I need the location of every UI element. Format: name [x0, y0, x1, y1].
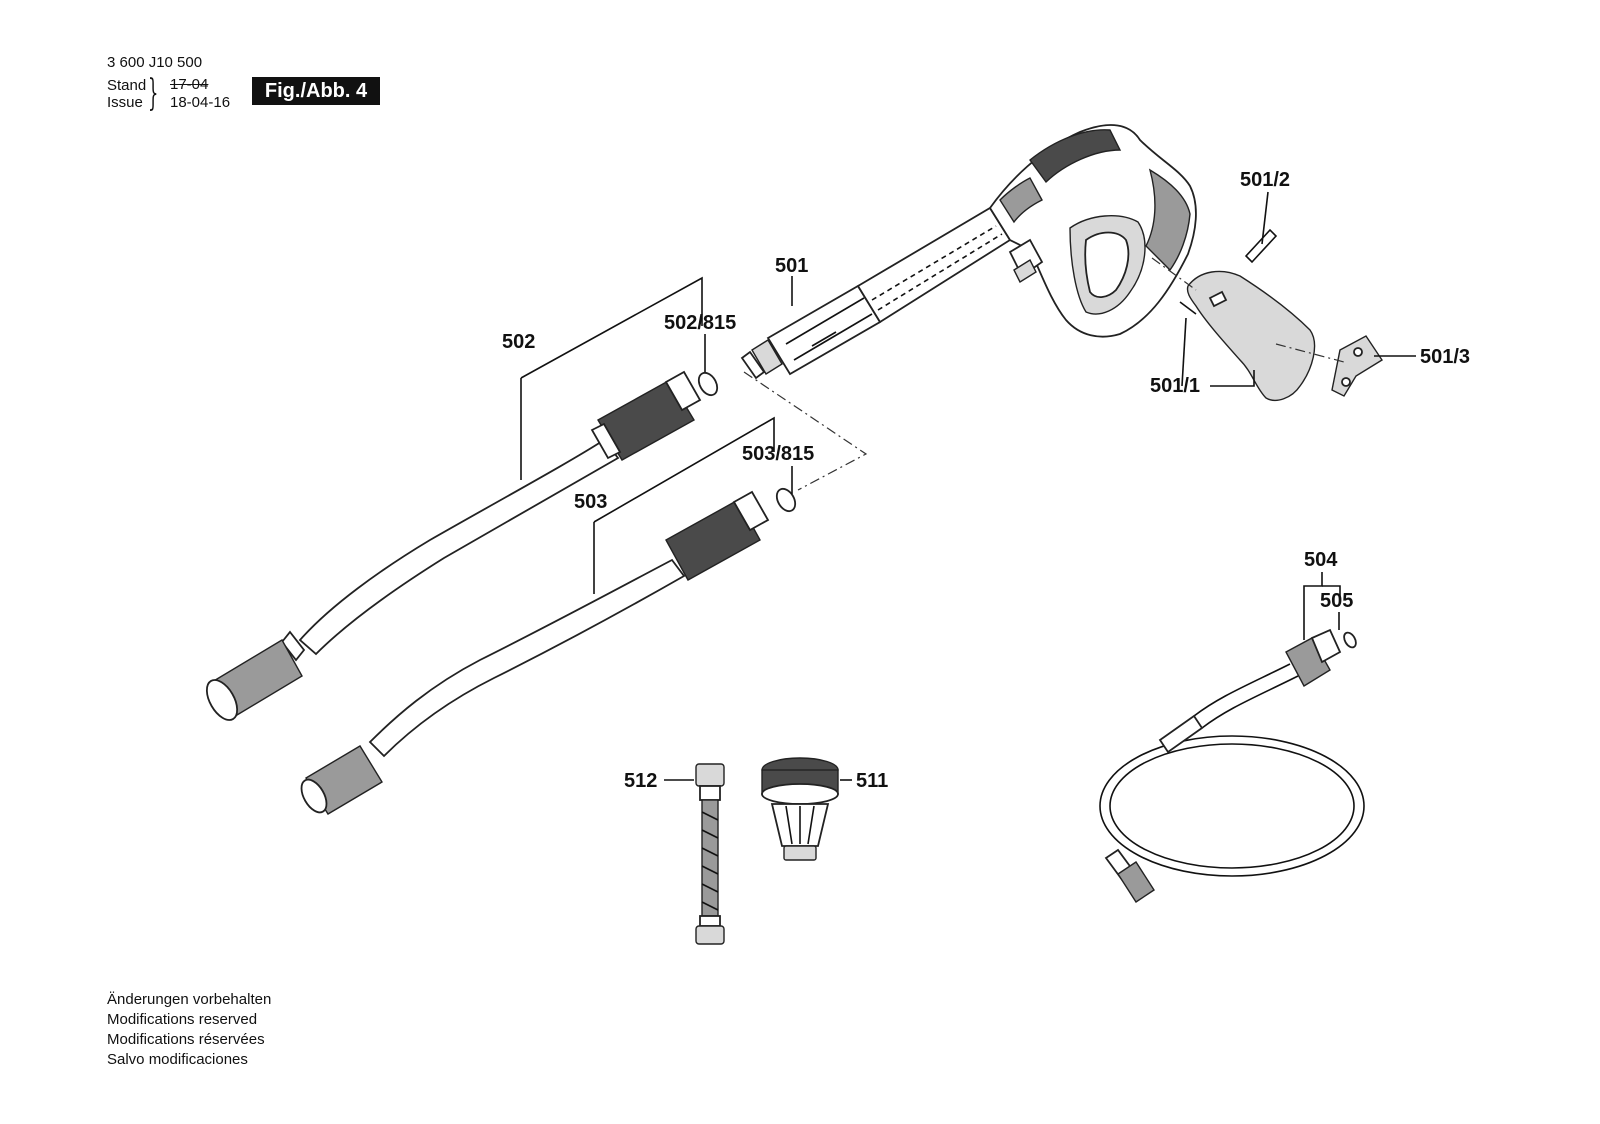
part-label-501-3: 501/3	[1420, 346, 1470, 368]
part-label-503-815: 503/815	[742, 443, 814, 465]
lance-503	[300, 490, 770, 815]
leader-lines	[520, 191, 1416, 781]
notice-de: Änderungen vorbehalten	[107, 991, 272, 1008]
part-label-501: 501	[775, 255, 808, 277]
modifications-notice: Änderungen vorbehalten Modifications res…	[107, 990, 271, 1070]
issue-label: Issue	[107, 94, 143, 111]
spring-501-2	[1244, 228, 1278, 264]
assembly-line	[743, 371, 868, 491]
notice-es: Salvo modificaciones	[107, 1051, 248, 1068]
issue-date: 18-04-16	[170, 94, 231, 111]
lance-502	[205, 370, 702, 721]
o-ring-503-815	[775, 487, 797, 513]
part-label-501-1: 501/1	[1150, 375, 1200, 397]
hose-504	[1099, 628, 1365, 903]
filter-511	[761, 757, 839, 861]
clip-501-3	[1331, 335, 1383, 397]
spray-gun-501	[740, 124, 1197, 380]
part-label-501-2: 501/2	[1240, 169, 1290, 191]
brace-glyph: }	[148, 73, 159, 114]
stand-date: 17-04	[170, 76, 209, 93]
part-label-511: 511	[856, 770, 888, 792]
o-ring-505	[1343, 631, 1357, 649]
notice-fr: Modifications réservées	[107, 1031, 265, 1048]
stand-label: Stand	[107, 77, 147, 94]
figure-badge: Fig./Abb. 4	[252, 77, 380, 105]
connector-512	[695, 763, 725, 945]
assembly-line	[1151, 257, 1197, 291]
part-label-502-815: 502/815	[664, 312, 736, 334]
part-label-502: 502	[502, 331, 535, 353]
notice-en: Modifications reserved	[107, 1011, 258, 1028]
part-label-504: 504	[1304, 549, 1338, 571]
assembly-line	[1275, 343, 1345, 363]
part-label-503: 503	[574, 491, 607, 513]
part-label-505: 505	[1320, 590, 1353, 612]
part-label-512: 512	[624, 770, 657, 792]
trigger-501-1	[1179, 270, 1316, 402]
o-ring-502-815	[697, 371, 719, 397]
document-number: 3 600 J10 500	[107, 54, 203, 71]
